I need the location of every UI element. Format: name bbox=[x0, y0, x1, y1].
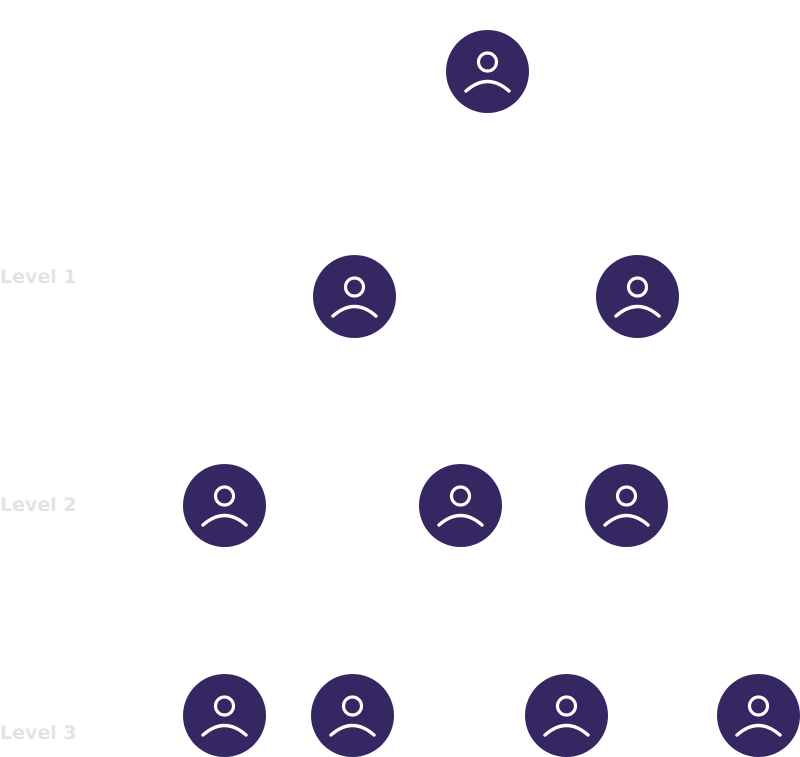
person-node-level-3-2 bbox=[310, 673, 394, 757]
person-node-level-3-3 bbox=[524, 673, 608, 757]
user-icon bbox=[602, 484, 650, 527]
user-icon bbox=[542, 694, 590, 737]
level-label-3: Level 3 bbox=[0, 722, 77, 744]
person-node-level-1-2 bbox=[595, 254, 679, 338]
level-label-1: Level 1 bbox=[0, 266, 77, 288]
person-node-level-3-4 bbox=[716, 673, 800, 757]
level-label-2: Level 2 bbox=[0, 494, 77, 516]
person-node-level-0-1 bbox=[445, 29, 529, 113]
user-icon bbox=[328, 694, 376, 737]
user-icon bbox=[734, 694, 782, 737]
person-node-level-3-1 bbox=[182, 673, 266, 757]
user-icon bbox=[436, 484, 484, 527]
person-node-level-2-2 bbox=[418, 463, 502, 547]
user-icon bbox=[330, 275, 378, 318]
person-node-level-2-3 bbox=[584, 463, 668, 547]
user-icon bbox=[200, 694, 248, 737]
user-icon bbox=[200, 484, 248, 527]
person-node-level-1-1 bbox=[312, 254, 396, 338]
user-icon bbox=[463, 50, 511, 93]
user-icon bbox=[613, 275, 661, 318]
person-node-level-2-1 bbox=[182, 463, 266, 547]
